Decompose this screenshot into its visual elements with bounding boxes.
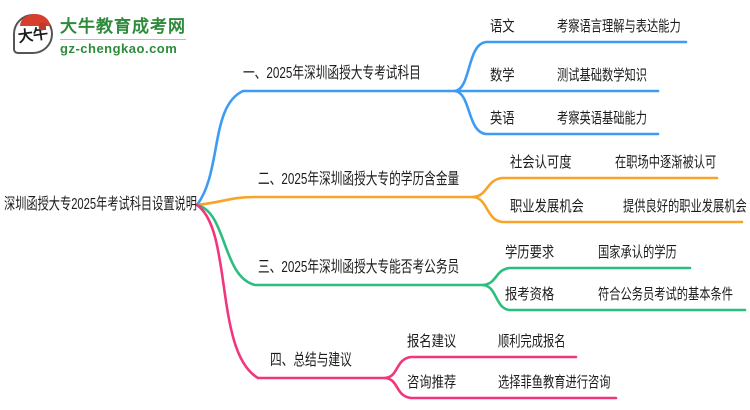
branch4-child1-value[interactable]: 顺利完成报名: [498, 333, 566, 350]
branch4-child1-line: [383, 355, 578, 380]
root-topic[interactable]: 深圳函授大专2025年考试科目设置说明: [4, 196, 197, 213]
bran3-child2-line: [481, 283, 747, 312]
branch2-child2-value[interactable]: 提供良好的职业发展机会: [623, 198, 747, 215]
branch2-child2-line: [471, 195, 744, 224]
branch3-child2-value[interactable]: 符合公务员考试的基本条件: [598, 286, 734, 303]
branch3-child1-key[interactable]: 学历要求: [505, 244, 555, 261]
branch3-child1-line: [481, 266, 692, 287]
branch1-connector: [195, 89, 457, 207]
branch3-child2-key[interactable]: 报考资格: [505, 286, 555, 303]
branch2-connector: [195, 195, 475, 207]
branch4-connector: [195, 203, 387, 380]
branch4-child2-line: [383, 376, 618, 400]
branch2-child1-line: [471, 176, 719, 199]
site-name: 大牛教育成考网: [60, 17, 186, 36]
branch1-child2-value[interactable]: 测试基础数学知识: [557, 67, 648, 84]
branch2-child1-value[interactable]: 在职场中逐渐被认可: [615, 154, 717, 171]
branch4-topic[interactable]: 四、总结与建议: [270, 352, 352, 369]
site-logo[interactable]: 大牛 大牛教育成考网 gz-chengkao.com: [13, 12, 186, 56]
branch4-child2-key[interactable]: 咨询推荐: [407, 374, 457, 391]
branch4-child1-key[interactable]: 报名建议: [407, 333, 457, 350]
branch1-child1-line: [453, 40, 688, 93]
branch2-topic[interactable]: 二、2025年深圳函授大专的学历含金量: [258, 171, 460, 188]
branch3-topic[interactable]: 三、2025年深圳函授大专能否考公务员: [258, 259, 460, 276]
branch3-connector: [195, 203, 485, 287]
branch1-child1-key[interactable]: 语文: [490, 18, 515, 35]
branch4-child2-value[interactable]: 选择菲鱼教育进行咨询: [498, 374, 611, 391]
site-url: gz-chengkao.com: [60, 39, 186, 56]
logo-icon: 大牛: [13, 14, 53, 54]
branch3-child1-value[interactable]: 国家承认的学历: [598, 244, 677, 261]
branch1-child1-value[interactable]: 考察语言理解与表达能力: [557, 18, 681, 35]
branch1-child3-key[interactable]: 英语: [490, 110, 515, 127]
branch1-child2-key[interactable]: 数学: [490, 67, 515, 84]
branch2-child2-key[interactable]: 职业发展机会: [510, 198, 584, 215]
branch1-topic[interactable]: 一、2025年深圳函授大专考试科目: [243, 65, 421, 82]
branch2-child1-key[interactable]: 社会认可度: [510, 154, 572, 171]
branch1-child3-value[interactable]: 考察英语基础能力: [557, 110, 648, 127]
logo-seal-icon: [39, 23, 46, 30]
branch1-child3-line: [453, 89, 660, 136]
